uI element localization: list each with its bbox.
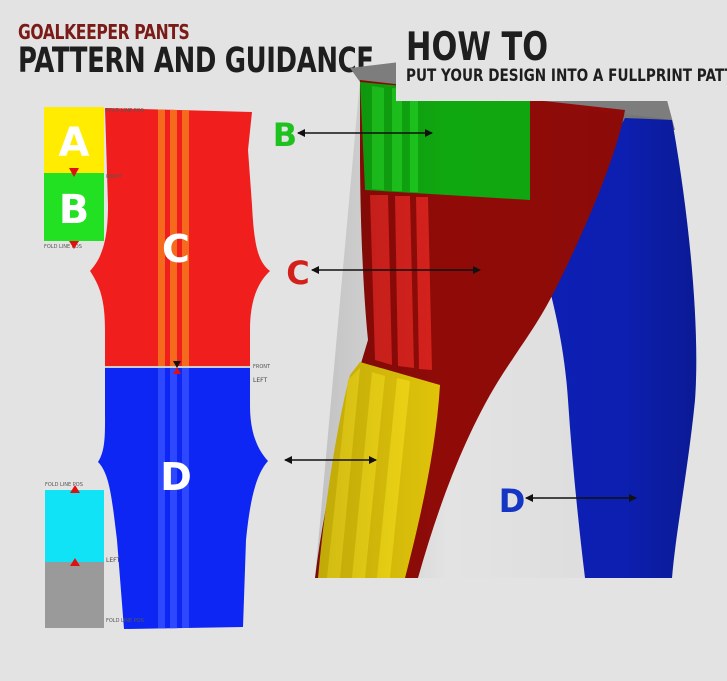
- pattern-piece-cyan: FOLD LINE POS: [45, 482, 104, 562]
- pattern-piece-d: [98, 368, 268, 629]
- note-mark-a: FOLD LINE POS: [106, 108, 144, 114]
- callout-d: D: [499, 482, 637, 520]
- howto-subtitle: PUT YOUR DESIGN INTO A FULLPRINT PATTERN: [406, 66, 727, 86]
- howto-box: [396, 26, 727, 101]
- marker-b-bottom: [69, 241, 79, 249]
- pattern-label-d: D: [160, 455, 192, 499]
- pants-render: [315, 62, 697, 578]
- pattern-d-stripes: [158, 368, 189, 629]
- note-front: FRONT: [253, 364, 271, 370]
- pattern-piece-b: B RIGHT FOLD LINE POS: [44, 173, 123, 250]
- note-mark-grey: FOLD LINE POS: [106, 618, 144, 624]
- callout-label-d: D: [499, 482, 526, 520]
- notch-marker-top: [173, 361, 181, 368]
- marker-cyan-grey: [70, 558, 80, 566]
- pattern-label-c: C: [162, 227, 190, 271]
- callout-label-b: B: [273, 116, 297, 154]
- pattern-label-b: B: [59, 187, 90, 233]
- pattern-label-a: A: [59, 120, 90, 166]
- note-mark-cyan: FOLD LINE POS: [45, 482, 83, 488]
- page-title: PATTERN AND GUIDANCE: [18, 41, 374, 81]
- subtitle: GOALKEEPER PANTS: [18, 20, 190, 44]
- pattern-piece-c: [90, 108, 270, 366]
- note-left-mid: LEFT: [253, 377, 267, 384]
- callout-b: B: [273, 116, 433, 154]
- marker-ab: [69, 168, 79, 177]
- pants-shading: [315, 80, 697, 578]
- pattern-c-stripes: [158, 108, 189, 366]
- pattern-piece-a: A FOLD LINE POS: [44, 107, 144, 173]
- note-mark-b: FOLD LINE POS: [44, 244, 82, 250]
- note-left-low: LEFT: [106, 557, 120, 564]
- notch-marker-bottom: [173, 367, 181, 374]
- marker-cyan-top: [70, 485, 80, 493]
- callout-label-c: C: [286, 254, 309, 292]
- callout-c: C: [286, 254, 481, 292]
- pattern-piece-grey: LEFT FOLD LINE POS: [45, 557, 144, 628]
- howto-title: HOW TO: [406, 25, 549, 70]
- note-right: RIGHT: [106, 174, 123, 180]
